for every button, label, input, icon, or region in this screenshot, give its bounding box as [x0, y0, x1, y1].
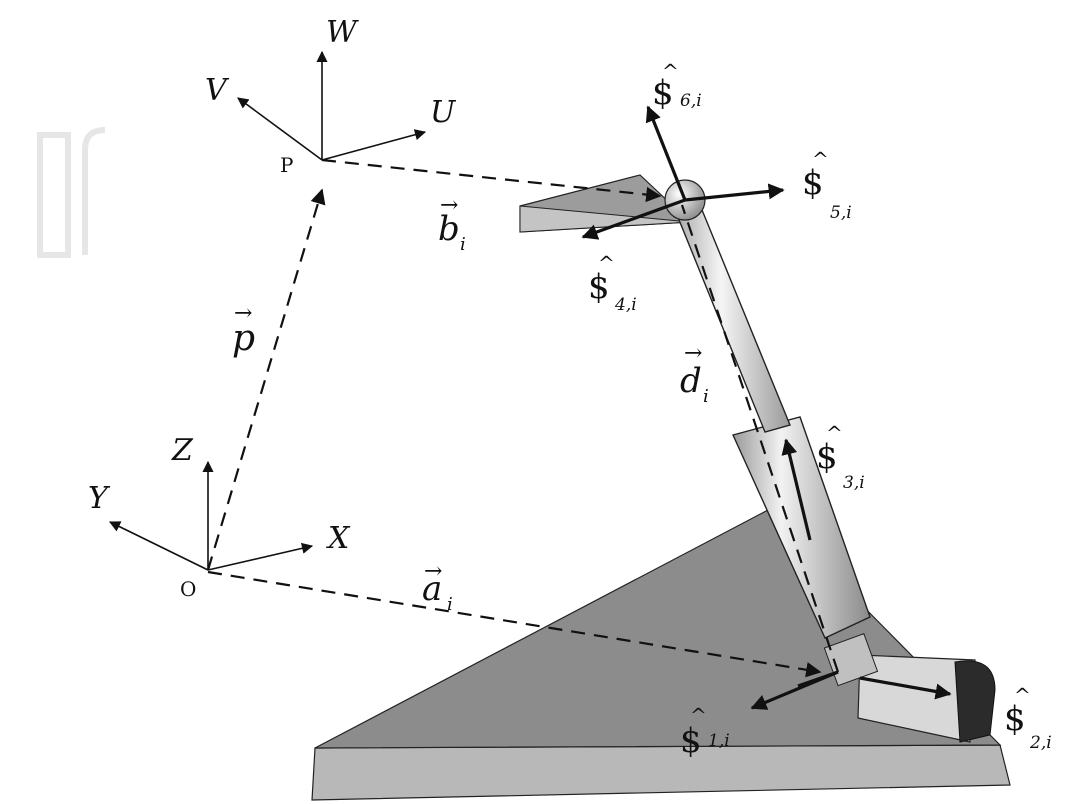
svg-text:$: $: [802, 163, 824, 203]
base-plate: [311, 509, 1011, 801]
svg-text:i: i: [703, 386, 709, 407]
svg-text:6,i: 6,i: [680, 91, 702, 111]
svg-text:4,i: 4,i: [614, 295, 637, 315]
svg-text:i: i: [447, 594, 453, 615]
svg-text:$: $: [1004, 699, 1026, 739]
svg-text:^: ^: [662, 59, 679, 83]
vector-label-d: → d i: [680, 341, 709, 407]
svg-text:^: ^: [1014, 683, 1031, 707]
svg-text:1,i: 1,i: [708, 731, 730, 751]
svg-text:$: $: [588, 267, 610, 307]
svg-text:→: →: [440, 193, 458, 218]
moving-platform: [519, 174, 692, 233]
watermark: [37, 127, 106, 258]
screw-label-4: ^ $ 4,i: [588, 251, 637, 315]
svg-text:^: ^: [598, 251, 615, 275]
dashed-vectors: [206, 158, 840, 678]
svg-text:p: p: [232, 318, 255, 359]
axis-label-u: U: [430, 95, 457, 130]
svg-text:^: ^: [690, 703, 707, 727]
svg-text:$: $: [816, 437, 838, 477]
axis-label-y: Y: [88, 481, 111, 516]
axis-label-v: V: [205, 73, 230, 108]
svg-text:d: d: [680, 361, 702, 401]
screw-axes: [581, 105, 952, 710]
svg-text:3,i: 3,i: [843, 473, 865, 493]
frame-fixed-axes: [108, 460, 314, 571]
origin-label-o: O: [180, 577, 196, 601]
screw-label-5: ^ $ 5,i: [802, 147, 852, 223]
origin-label-p: P: [280, 153, 293, 177]
svg-text:i: i: [460, 234, 466, 255]
svg-text:$: $: [680, 721, 702, 761]
svg-text:^: ^: [826, 421, 843, 445]
svg-text:b: b: [438, 209, 460, 249]
svg-text:a: a: [422, 569, 442, 609]
vector-label-a: → a i: [422, 559, 453, 615]
svg-text:5,i: 5,i: [830, 203, 852, 223]
screw-label-6: ^ $ 6,i: [652, 59, 702, 113]
svg-text:→: →: [424, 559, 442, 584]
svg-text:→: →: [684, 341, 702, 366]
axis-label-z: Z: [171, 433, 194, 468]
vector-label-p: → p: [232, 301, 255, 359]
frame-moving-axes: [237, 50, 427, 161]
vector-label-b: → b i: [438, 193, 466, 255]
svg-text:→: →: [234, 301, 252, 326]
screw-label-2: ^ $ 2,i: [1004, 683, 1052, 753]
screw-label-3: ^ $ 3,i: [816, 421, 865, 493]
svg-text:2,i: 2,i: [1029, 733, 1052, 753]
screw-label-1: ^ $ 1,i: [680, 703, 730, 761]
axis-label-w: W: [326, 15, 359, 50]
axis-label-x: X: [326, 521, 351, 556]
svg-text:$: $: [652, 73, 674, 113]
svg-text:^: ^: [812, 147, 829, 171]
